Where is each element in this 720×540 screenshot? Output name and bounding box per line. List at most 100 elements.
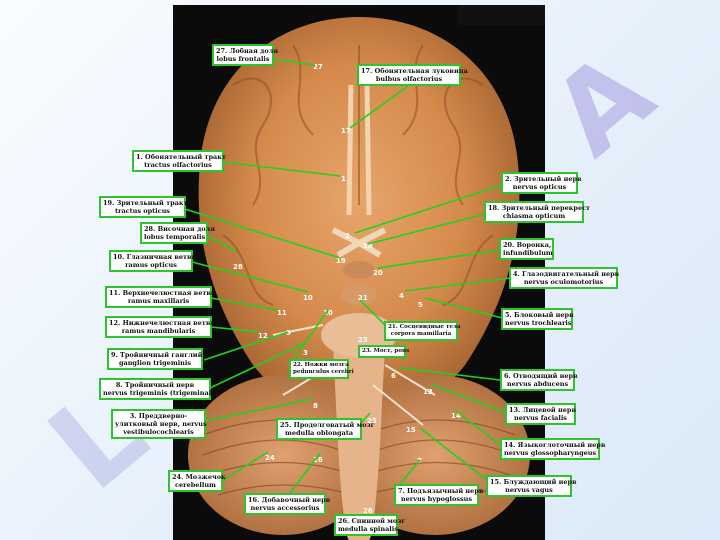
label-la: lobus frontalis [216,55,270,63]
label-ru: 21. Сосцевидные тела [388,324,461,330]
label-frontal-lobe: 27. Лобная доля lobus frontalis [212,44,279,66]
svg-text:9: 9 [286,329,291,337]
label-ru: 1. Обонятельный тракт [136,153,226,161]
label-ru: 8. Тройничный нерв [115,381,195,389]
label-la: medulla oblongata [284,429,354,437]
label-la: nervus facialis [514,414,567,422]
label-la: corpora mamillaria [390,331,452,337]
svg-text:5: 5 [418,301,423,309]
label-ru: 20. Воронка, [503,241,552,249]
label-ru: 6. Отводящий нерв [504,372,578,380]
label-la: cerebellum [175,481,216,489]
svg-text:27: 27 [313,63,323,71]
label-ru: 15. Блуждающий нерв [490,478,577,486]
svg-text:10: 10 [323,309,333,317]
svg-text:6: 6 [391,372,396,380]
label-la: pedunculus cerebri [293,369,354,375]
svg-text:23: 23 [358,336,368,344]
label-la: chiasma opticum [502,212,566,220]
label-ru: 14. Языкоглоточный нерв [504,441,606,449]
label-la: ramus mandibularis [121,327,196,335]
label-accessory-nerve: 16. Добавочный нерв nervus accessorius [244,493,331,515]
label-ru: 12. Нижнечелюстная ветвь [109,319,215,327]
svg-text:19: 19 [336,257,346,265]
svg-text:1: 1 [341,175,346,183]
svg-text:14: 14 [451,412,461,420]
label-pons: 23. Мост, pons [358,345,410,358]
svg-text:4: 4 [399,292,404,300]
label-la: nervus trigeminis (trigeminalis) [103,389,221,397]
svg-text:2: 2 [345,232,350,240]
label-la: ramus maxillaris [127,297,190,305]
label-optic-tract: 19. Зрительный тракт tractus opticus [99,196,188,218]
label-la: tractus opticus [115,207,170,215]
label-la: nervus trochlearis [505,319,572,327]
svg-text:24: 24 [265,454,275,462]
svg-text:16: 16 [313,456,323,464]
label-la: medulla spinalis [338,525,398,533]
label-ru: 18. Зрительный перекрест [488,204,591,212]
svg-text:3: 3 [303,349,308,357]
svg-text:18: 18 [363,242,373,250]
label-ru: 7. Подъязычный нерв [398,487,484,495]
label-temporal-lobe: 28. Височная доля lobus temporalis [140,222,216,244]
svg-text:21: 21 [358,294,368,302]
label-facial-nerve: 13. Лицевой нерв nervus facialis [505,403,576,425]
label-ru: 27. Лобная доля [216,47,279,55]
label-ru: 4. Глазодвигательный нерв [513,270,620,278]
label-ru: 3. Преддверно- [129,412,188,420]
label-optic-nerve: 2. Зрительный нерв nervus opticus [501,172,582,194]
label-ru: 11. Верхнечелюстная ветвь [109,289,216,297]
label-ramus-mandibularis: 12. Нижнечелюстная ветвь ramus mandibula… [105,316,215,338]
label-cerebellum: 24. Мозжечок cerebellum [168,470,226,492]
svg-text:17: 17 [341,127,351,135]
label-glossopharyngeal-nerve: 14. Языкоглоточный нерв nervus glossopha… [500,438,606,460]
svg-text:12: 12 [258,332,268,340]
label-la: infundibulum [503,249,553,257]
label-ramus-opticus: 10. Глазничная ветвь ramus opticus [109,250,196,272]
svg-text:10: 10 [303,294,313,302]
label-spinal-cord: 26. Спинной мозг medulla spinalis [334,514,406,536]
label-cerebral-peduncle: 22. Ножки мозга pedunculus cerebri [289,359,354,379]
label-ru: 28. Височная доля [144,225,216,233]
label-ru: 23. Мост, pons [362,348,410,354]
label-la: nervus glossopharyngeus [504,449,597,457]
label-ru: 5. Блоковый нерв [505,311,574,319]
label-la: nervus vagus [505,486,553,494]
label-ru: 13. Лицевой нерв [509,406,576,414]
label-optic-chiasm: 18. Зрительный перекрест chiasma opticum [484,201,591,223]
label-ru: 24. Мозжечок [172,473,226,481]
label-trochlear-nerve: 5. Блоковый нерв nervus trochlearis [501,308,574,330]
svg-text:13: 13 [423,388,433,396]
label-la: ganglion trigeminis [118,359,192,367]
label-ru: 26. Спинной мозг [338,517,406,525]
label-ru: 25. Продолговатый мозг [280,421,375,429]
label-la: tractus olfactorius [144,161,212,169]
label-ru: 22. Ножки мозга [293,362,349,368]
label-ramus-maxillaris: 11. Верхнечелюстная ветвь ramus maxillar… [105,286,216,308]
label-la: nervus opticus [512,183,567,191]
svg-text:8: 8 [313,402,318,410]
svg-text:20: 20 [373,269,383,277]
label-trigeminal-ganglion: 9. Тройничный ганглий ganglion trigemini… [107,348,203,370]
label-medulla-oblongata: 25. Продолговатый мозг medulla oblongata [276,418,375,440]
label-la: nervus hypoglossus [400,495,473,503]
label-la: bulbus olfactorius [375,75,443,83]
label-hypoglossal-nerve: 7. Подъязычный нерв nervus hypoglossus [394,484,484,506]
label-mammillary-bodies: 21. Сосцевидные тела corpora mamillaria [384,321,461,341]
label-abducens-nerve: 6. Отводящий нерв nervus abducens [500,369,578,391]
label-vestibulocochlear-nerve: 3. Преддверно- улитковый нерв, nervus ve… [111,409,207,439]
label-ru: 2. Зрительный нерв [505,175,582,183]
label-la: vestibulocochlearis [123,428,194,436]
svg-text:28: 28 [233,263,243,271]
label-oculomotor-nerve: 4. Глазодвигательный нерв nervus oculomo… [509,267,620,289]
label-olfactory-tract: 1. Обонятельный тракт tractus olfactoriu… [132,150,226,172]
label-trigeminal-nerve: 8. Тройничный нерв nervus trigeminis (tr… [99,378,221,400]
label-ru: 16. Добавочный нерв [248,496,331,504]
svg-text:11: 11 [277,309,287,317]
label-ru2: улитковый нерв, nervus [115,420,207,428]
label-olfactory-bulb: 17. Обонятельная луковица bulbus olfacto… [357,64,468,86]
svg-text:15: 15 [406,426,416,434]
